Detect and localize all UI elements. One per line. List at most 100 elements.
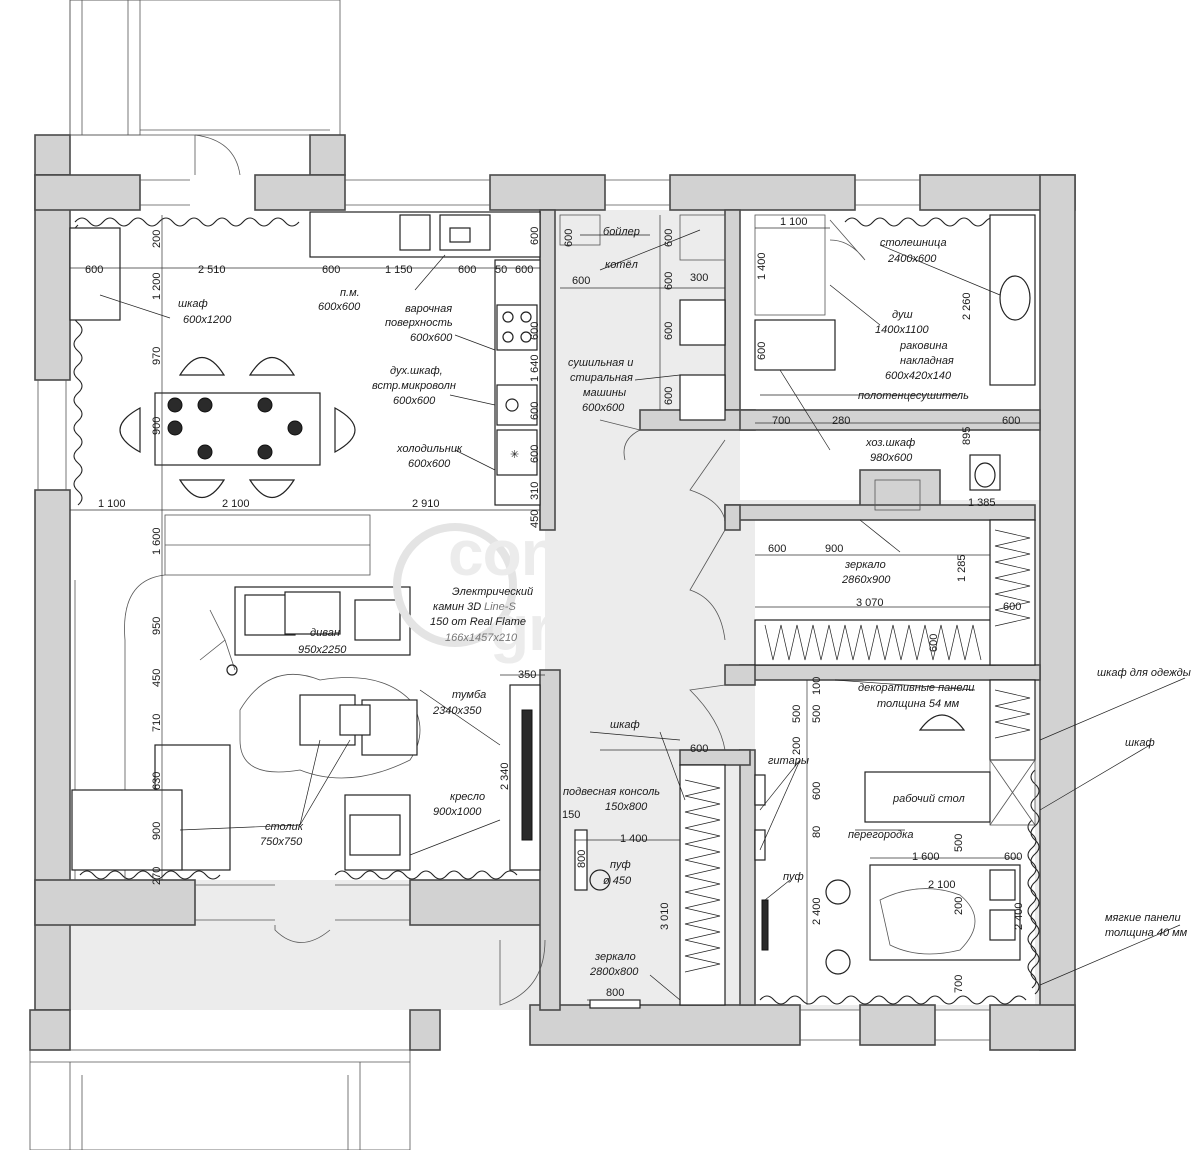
- dim-top-1: 2 510: [198, 264, 226, 276]
- label-tumba-size: 2340x350: [432, 705, 482, 717]
- living-room: [71, 586, 541, 871]
- dim-left-9: 900: [151, 822, 163, 840]
- dim-laundry-3: 600: [663, 272, 675, 290]
- svg-text:✳: ✳: [510, 449, 519, 461]
- dim-left-10: 270: [151, 867, 163, 885]
- label-mirror-bottom-size: 2800x800: [589, 966, 639, 978]
- terrace-bottom: [29, 1049, 411, 1150]
- dim-bath-5: 280: [832, 415, 850, 427]
- dim-laundry-1: 600: [572, 275, 590, 287]
- dim-bed-v-2: 500: [791, 705, 803, 723]
- dim-top-0: 600: [85, 264, 103, 276]
- label-fridge-size: 600x600: [408, 458, 451, 470]
- dim-hall2-0: 600: [690, 743, 708, 755]
- label-puf-hall: пуф: [610, 859, 631, 871]
- dim-hall2-5: 800: [606, 987, 624, 999]
- label-boiler: бойлер: [603, 226, 640, 238]
- dim-bath-3: 600: [756, 342, 768, 360]
- label-wardrobe: шкаф: [178, 298, 208, 310]
- dim-left-5: 950: [151, 617, 163, 635]
- dim-top-4: 600: [458, 264, 476, 276]
- hob-icon: [496, 304, 538, 351]
- dim-bed-h-0: 1 600: [912, 851, 940, 863]
- label-washer: сушильная и: [568, 357, 633, 369]
- label-sink: раковина: [899, 340, 948, 352]
- dim-bed-h-1: 600: [1004, 851, 1022, 863]
- label-soft-panels: мягкие панели: [1105, 912, 1181, 924]
- label-washer-2: стиральная: [570, 372, 633, 384]
- label-deco-panels: декоративные панели: [858, 682, 974, 694]
- dim-kitchen-0: 600: [529, 227, 541, 245]
- dining-set: [119, 357, 356, 498]
- dim-left-7: 710: [151, 714, 163, 732]
- dim-hall2-4: 3 010: [659, 902, 671, 930]
- label-washer-3: машины: [583, 387, 626, 399]
- label-puf-bedroom: пуф: [783, 871, 804, 883]
- dim-hall-0: 1 100: [98, 498, 126, 510]
- dim-kitchen-5: 310: [529, 482, 541, 500]
- label-wardrobe-size: 600x1200: [183, 314, 232, 326]
- label-desk: рабочий стол: [892, 793, 965, 805]
- labels: шкаф 600x1200 п.м. 600x600 варочная пове…: [178, 226, 1191, 978]
- dim-kitchen-6: 450: [529, 510, 541, 528]
- dim-left-4: 1 600: [151, 527, 163, 555]
- label-hob: варочная: [405, 303, 452, 315]
- label-pm-size: 600x600: [318, 301, 361, 313]
- label-tumba: тумба: [452, 689, 486, 701]
- dim-bed-h-3: 2 400: [1013, 902, 1025, 930]
- label-sofa-size: 950x2250: [298, 644, 347, 656]
- dim-bath-2: 2 260: [961, 292, 973, 320]
- dim-hall2-3: 800: [576, 850, 588, 868]
- label-armchair: кресло: [450, 791, 485, 803]
- label-ext-shkaf: шкаф: [1125, 737, 1155, 749]
- dim-bath-6: 600: [1002, 415, 1020, 427]
- label-hob-size: 600x600: [410, 332, 453, 344]
- label-oven: дух.шкаф,: [390, 365, 443, 377]
- dim-living-0: 350: [518, 669, 536, 681]
- dim-closet-4: 600: [1003, 601, 1021, 613]
- dim-hall2-1: 150: [562, 809, 580, 821]
- dim-bed-v-5: 80: [811, 826, 823, 838]
- dim-hall-2: 2 910: [412, 498, 440, 510]
- dim-hall-1: 2 100: [222, 498, 250, 510]
- label-sink-size: 600x420x140: [885, 370, 952, 382]
- dim-left-6: 450: [151, 669, 163, 687]
- dim-bed-v-9: 700: [953, 975, 965, 993]
- watermark-line1: concept: [448, 517, 687, 589]
- dim-laundry-2: 600: [663, 229, 675, 247]
- label-kotel: котёл: [605, 259, 638, 271]
- label-oven-2: встр.микроволн: [372, 380, 456, 392]
- laundry: [559, 214, 726, 421]
- label-towel: полотенцесушитель: [858, 390, 969, 402]
- dim-left-8: 630: [151, 772, 163, 790]
- label-mirror-top: зеркало: [844, 559, 886, 571]
- dim-bed-h-2: 2 100: [928, 879, 956, 891]
- label-mirror-top-size: 2860x900: [841, 574, 891, 586]
- dimension-text: 600 2 510 600 1 150 600 50 600 200 1 200…: [85, 216, 1025, 999]
- label-hob-2: поверхность: [385, 317, 453, 329]
- label-shower: душ: [892, 309, 913, 321]
- dim-closet-3: 3 070: [856, 597, 884, 609]
- dim-kitchen-4: 600: [529, 445, 541, 463]
- label-fireplace-2: камин 3D: [433, 601, 481, 613]
- label-armchair-size: 900x1000: [433, 806, 482, 818]
- dim-kitchen-2: 1 640: [529, 354, 541, 382]
- label-table: столик: [265, 821, 304, 833]
- label-fireplace-3: 150 от Real Flame: [430, 616, 526, 628]
- label-worktop-size: 2400x600: [887, 253, 937, 265]
- dim-laundry-6: 600: [663, 387, 675, 405]
- label-fridge: холодильник: [396, 443, 463, 455]
- dim-bed-v-1: 500: [811, 705, 823, 723]
- dim-closet-5: 600: [928, 634, 940, 652]
- label-shower-size: 1400x1100: [875, 324, 930, 336]
- dim-bath-0: 1 100: [780, 216, 808, 228]
- label-washer-size: 600x600: [582, 402, 625, 414]
- watermark: concept group: [393, 517, 688, 664]
- dim-closet-0: 600: [768, 543, 786, 555]
- label-ext-wardrobe: шкаф для одежды: [1097, 667, 1191, 679]
- label-oven-size: 600x600: [393, 395, 436, 407]
- hall-wardrobe: [574, 764, 726, 1009]
- dim-bed-v-6: 500: [953, 834, 965, 852]
- dim-closet-1: 900: [825, 543, 843, 555]
